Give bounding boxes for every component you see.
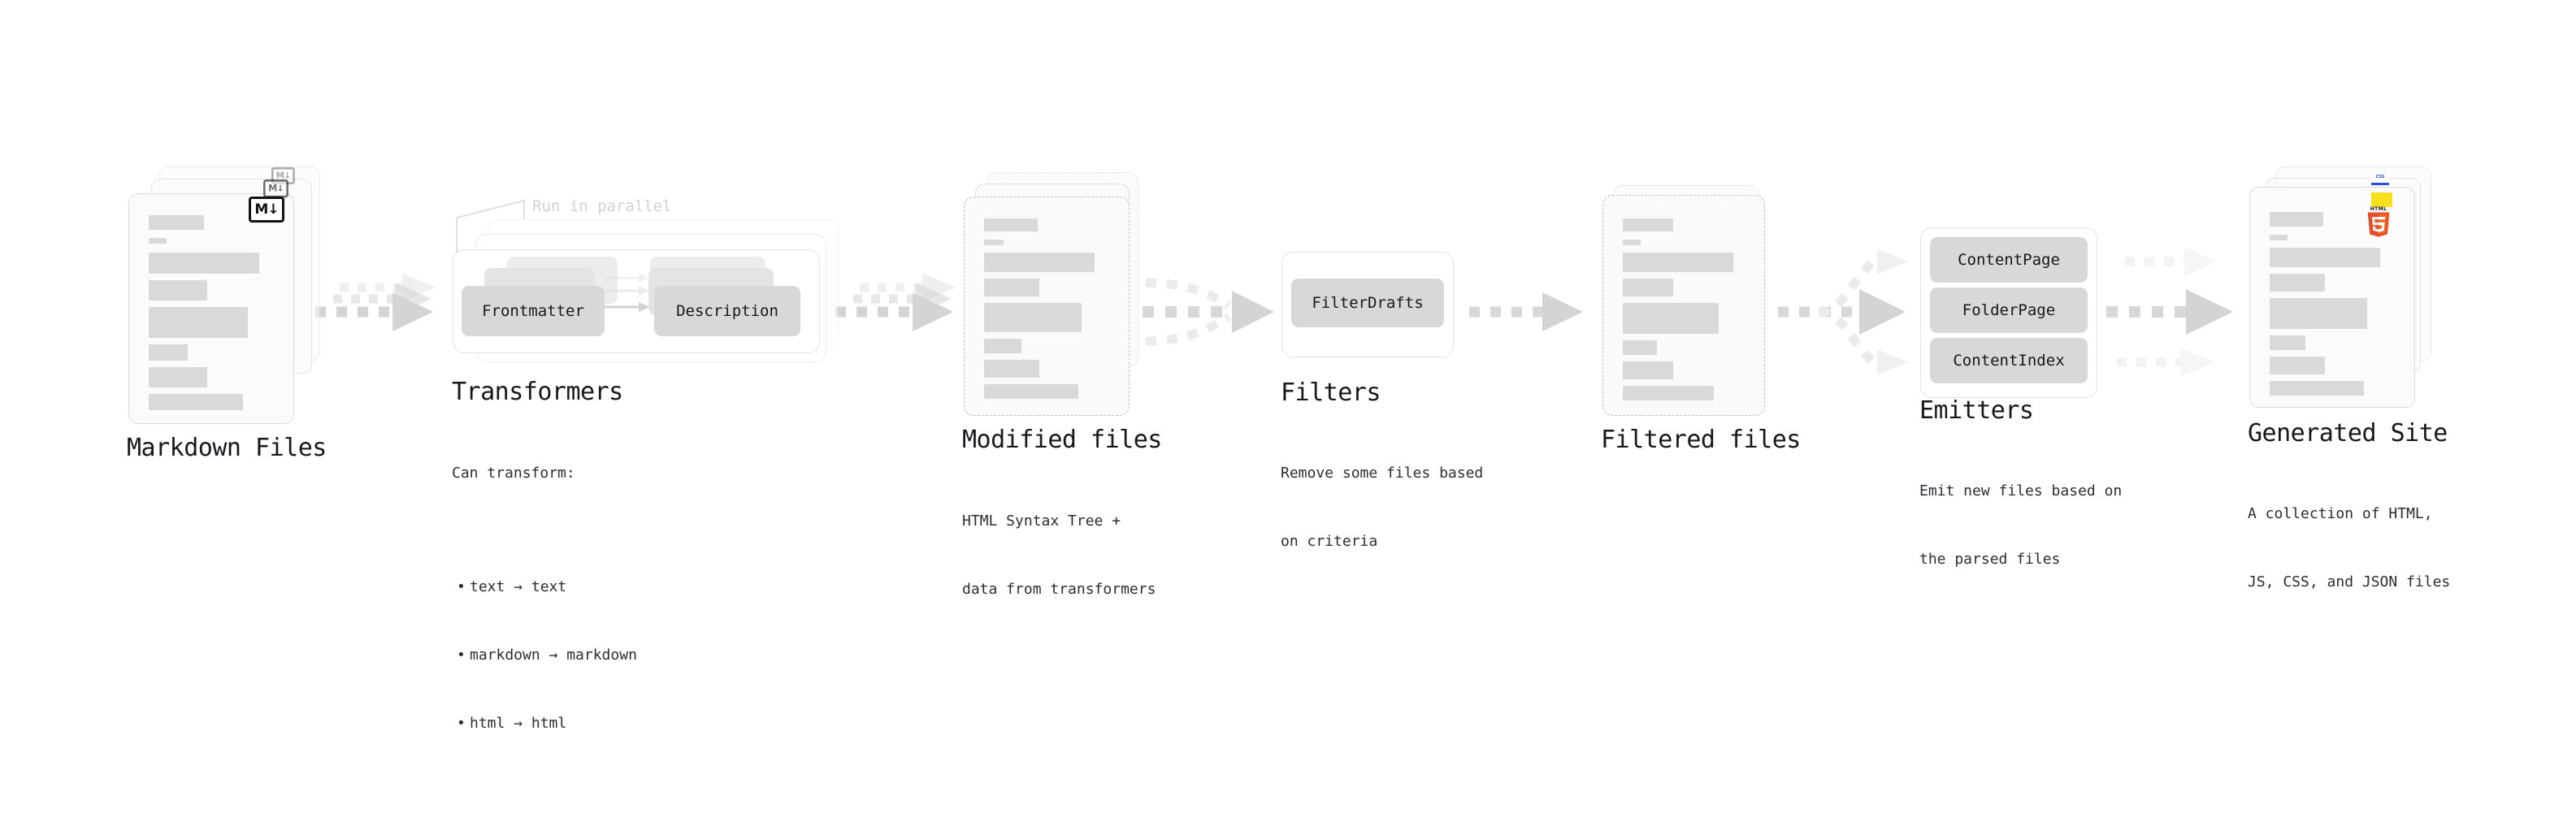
transformers-title: Transformers — [452, 378, 623, 406]
css-badge: CSS — [2371, 175, 2389, 185]
arrow-emitters-to-generated — [2106, 247, 2233, 377]
emitter-chip-contentpage[interactable]: ContentPage — [1930, 237, 2088, 283]
filters-desc-line-0: Remove some files based — [1281, 465, 1484, 482]
filtered-card-front — [1602, 195, 1765, 416]
transformer-inner-arrows — [603, 273, 650, 312]
arrow-filtered-to-emitters — [1778, 249, 1908, 375]
modified-files-desc-line-0: HTML Syntax Tree + — [962, 512, 1121, 530]
html5-shield-icon — [2367, 212, 2390, 237]
modified-files-desc-line-1: data from transformers — [962, 581, 1156, 598]
filters-title: Filters — [1281, 378, 1381, 407]
emitters-title: Emitters — [1919, 396, 2034, 425]
filters-desc: Remove some files based on criteria — [1281, 417, 1483, 599]
generated-card-front — [2249, 187, 2415, 408]
generated-site-desc: A collection of HTML, JS, CSS, and JSON … — [2248, 457, 2450, 639]
emitters-desc-line-0: Emit new files based on — [1919, 482, 2123, 499]
arrow-modified-to-filters — [1143, 278, 1274, 346]
filtered-files-title: Filtered files — [1601, 426, 1801, 454]
arrow-markdown-to-transformers — [315, 273, 436, 331]
transformers-bullets: text → text markdown → markdown html → h… — [452, 530, 637, 781]
transformer-chip-frontmatter[interactable]: Frontmatter — [462, 286, 605, 336]
modified-card-front — [964, 197, 1130, 416]
markdown-badge-back-1: M↓ — [263, 179, 288, 198]
arrow-transformers-to-modified — [835, 273, 956, 331]
emitters-desc: Emit new files based on the parsed files — [1919, 435, 2122, 616]
filters-desc-line-1: on criteria — [1281, 533, 1378, 550]
markdown-card-front — [128, 193, 294, 424]
generated-site-desc-line-0: A collection of HTML, — [2248, 505, 2433, 522]
html5-wordmark: HTML — [2370, 206, 2387, 212]
js-badge — [2371, 192, 2392, 207]
html5-badge: HTML — [2366, 206, 2391, 237]
markdown-files-title: Markdown Files — [127, 434, 327, 462]
emitter-chip-folderpage[interactable]: FolderPage — [1930, 288, 2088, 333]
modified-files-desc: HTML Syntax Tree + data from transformer… — [962, 465, 1156, 647]
transformers-bullet-0: text → text — [452, 576, 637, 599]
emitter-chip-contentindex[interactable]: ContentIndex — [1930, 338, 2088, 383]
emitters-desc-line-1: the parsed files — [1919, 551, 2061, 568]
transformers-desc-line-0: Can transform: — [452, 465, 575, 482]
transformers-desc: Can transform: text → text markdown → ma… — [452, 417, 637, 826]
markdown-badge: M↓ — [249, 197, 284, 223]
transformers-bullet-2: html → html — [452, 712, 637, 735]
arrow-filters-to-filtered — [1469, 292, 1583, 331]
transformers-bullet-1: markdown → markdown — [452, 644, 637, 667]
generated-site-title: Generated Site — [2248, 419, 2448, 448]
modified-files-title: Modified files — [962, 426, 1162, 454]
pipeline-diagram: M↓ M↓ M↓ Markdown Files Frontmatter Desc… — [0, 0, 2576, 681]
run-in-parallel-label: Run in parallel — [532, 197, 672, 215]
transformer-chip-description[interactable]: Description — [654, 286, 800, 336]
generated-site-desc-line-1: JS, CSS, and JSON files — [2248, 573, 2451, 590]
filter-chip-filterdrafts[interactable]: FilterDrafts — [1291, 279, 1444, 327]
